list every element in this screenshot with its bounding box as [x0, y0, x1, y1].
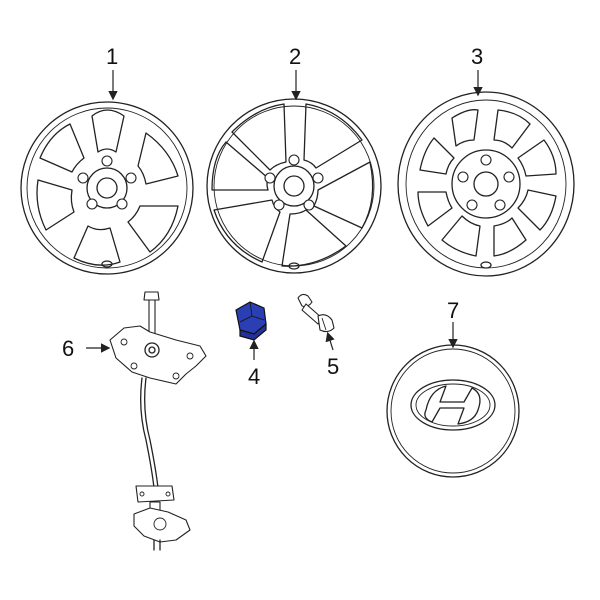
wheel-part-3[interactable] — [397, 91, 575, 277]
callout-6: 6 — [62, 336, 74, 361]
wheel-part-1[interactable] — [20, 101, 194, 275]
lug-nut-part-4[interactable] — [235, 301, 267, 341]
callout-arrows — [86, 70, 483, 360]
hub-cap-part-7[interactable] — [386, 344, 520, 478]
callout-7: 7 — [447, 298, 459, 323]
hyundai-logo-icon — [410, 379, 496, 431]
wheel-part-2[interactable] — [206, 98, 382, 274]
valve-stem-part-5[interactable] — [297, 293, 335, 333]
callout-5: 5 — [327, 354, 339, 379]
callout-4: 4 — [248, 364, 260, 389]
callout-3: 3 — [471, 44, 483, 69]
callout-1: 1 — [106, 44, 118, 69]
spare-carrier-part-6[interactable] — [109, 291, 207, 551]
callout-2: 2 — [289, 44, 301, 69]
